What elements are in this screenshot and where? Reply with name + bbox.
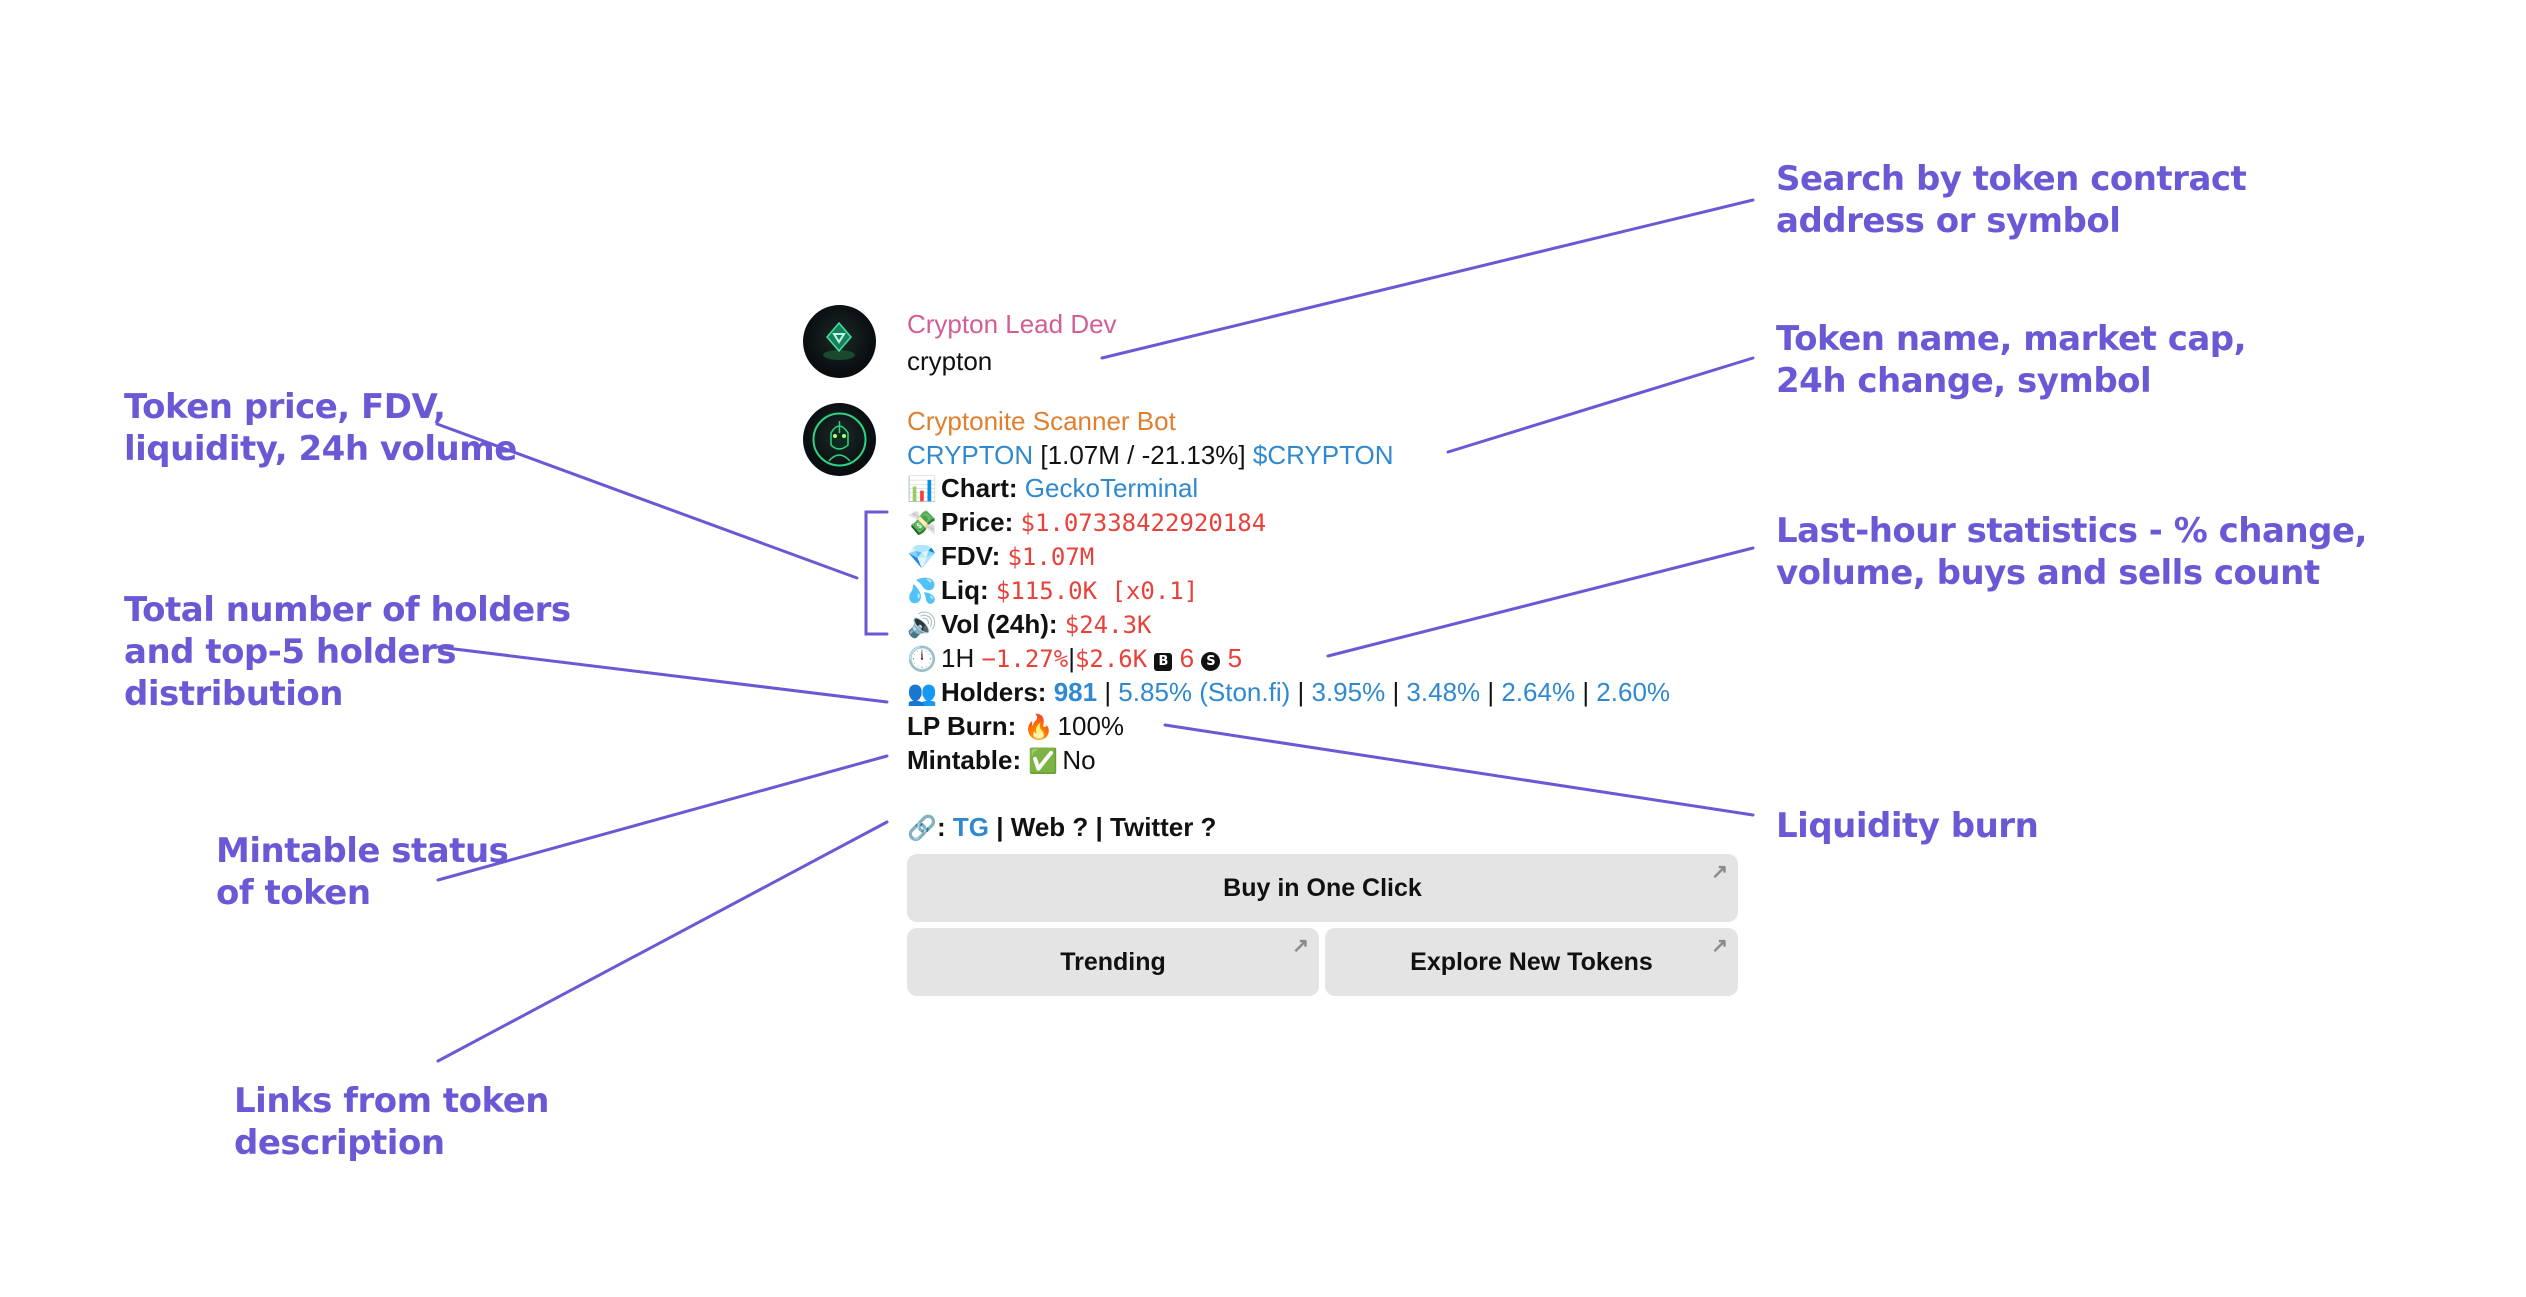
mintable-label: Mintable: <box>907 745 1022 775</box>
holder-link[interactable]: 2.64% <box>1501 677 1576 707</box>
sells-count: 5 <box>1227 643 1243 673</box>
holder-link[interactable]: 2.60% <box>1596 677 1671 707</box>
sender-name[interactable]: Crypton Lead Dev <box>907 309 1117 339</box>
sweat-droplets-icon: 💦 <box>907 578 937 605</box>
chart-row: 📊Chart: GeckoTerminal <box>907 472 1670 506</box>
hour-label: 1H <box>941 643 975 673</box>
token-header: CRYPTON [1.07M / -21.13%] $CRYPTON <box>907 439 1670 472</box>
token-symbol-link[interactable]: $CRYPTON <box>1252 440 1394 470</box>
bar-chart-icon: 📊 <box>907 476 937 503</box>
annotation-liquidity-burn: Liquidity burn <box>1776 806 2039 846</box>
holders-count-link[interactable]: 981 <box>1053 677 1098 707</box>
buy-one-click-label: Buy in One Click <box>1223 873 1422 902</box>
bracket-price-block <box>864 510 889 636</box>
explore-new-tokens-label: Explore New Tokens <box>1410 947 1653 976</box>
fire-icon: 🔥 <box>1023 714 1054 741</box>
speaker-icon: 🔊 <box>907 612 937 639</box>
mintable-value: No <box>1062 745 1096 775</box>
holder-link[interactable]: 5.85% (Ston.fi) <box>1118 677 1291 707</box>
vol-label: Vol (24h): <box>941 609 1058 639</box>
clock-icon: 🕛 <box>907 646 937 673</box>
twitter-link: Twitter ? <box>1110 812 1217 842</box>
liq-value: $115.0K [x0.1] <box>995 577 1199 605</box>
message-user: Crypton Lead Dev crypton <box>907 306 1117 380</box>
liq-row: 💦Liq: $115.0K [x0.1] <box>907 574 1670 608</box>
external-arrow-icon: ↗ <box>1292 935 1309 957</box>
mintable-row: Mintable: ✅No <box>907 744 1670 778</box>
money-with-wings-icon: 💸 <box>907 510 937 537</box>
chart-label: Chart: <box>941 473 1018 503</box>
external-arrow-icon: ↗ <box>1711 935 1728 957</box>
liq-label: Liq: <box>941 575 989 605</box>
fdv-value: $1.07M <box>1007 543 1095 571</box>
link-icon: 🔗 <box>907 815 937 842</box>
lp-burn-row: LP Burn: 🔥100% <box>907 710 1670 744</box>
lp-burn-value: 100% <box>1057 711 1125 741</box>
holders-label: Holders: <box>941 677 1047 707</box>
buy-one-click-button[interactable]: Buy in One Click ↗ <box>907 854 1738 922</box>
hour-volume: $2.6K <box>1074 645 1148 673</box>
chart-link[interactable]: GeckoTerminal <box>1024 473 1199 503</box>
fdv-row: 💎FDV: $1.07M <box>907 540 1670 574</box>
tg-link[interactable]: TG <box>952 812 990 842</box>
trending-label: Trending <box>1060 947 1166 976</box>
line-search <box>1100 198 1755 360</box>
explore-new-tokens-button[interactable]: Explore New Tokens ↗ <box>1325 928 1738 996</box>
holder-link[interactable]: 3.48% <box>1406 677 1481 707</box>
buys-count: 6 <box>1179 643 1195 673</box>
annotation-price: Token price, FDV, liquidity, 24h volume <box>124 387 517 469</box>
vol-row: 🔊Vol (24h): $24.3K <box>907 608 1670 642</box>
crypton-logo-avatar[interactable] <box>803 305 876 378</box>
check-mark-icon: ✅ <box>1028 748 1059 775</box>
annotation-search: Search by token contract address or symb… <box>1776 159 2247 241</box>
holder-link[interactable]: 3.95% <box>1311 677 1386 707</box>
external-arrow-icon: ↗ <box>1711 861 1728 883</box>
robot-avatar[interactable] <box>803 403 876 476</box>
lp-burn-label: LP Burn: <box>907 711 1017 741</box>
price-value: $1.07338422920184 <box>1020 509 1267 537</box>
hour-row: 🕛1H −1.27%|$2.6K B 6 S 5 <box>907 642 1670 676</box>
busts-icon: 👥 <box>907 680 937 707</box>
price-label: Price: <box>941 507 1014 537</box>
message-text: crypton <box>907 346 993 376</box>
price-row: 💸Price: $1.07338422920184 <box>907 506 1670 540</box>
annotation-last-hour: Last-hour statistics - % change, volume,… <box>1776 511 2367 593</box>
links-row: 🔗: TG | Web ? | Twitter ? <box>907 811 1670 845</box>
holders-row: 👥Holders: 981 | 5.85% (Ston.fi) | 3.95% … <box>907 676 1670 710</box>
links-colon: : <box>937 812 946 842</box>
fdv-label: FDV: <box>941 541 1001 571</box>
annotation-links: Links from token description <box>234 1081 549 1163</box>
separator: | <box>1068 643 1075 673</box>
buy-badge-icon: B <box>1154 653 1173 671</box>
sell-badge-icon: S <box>1201 652 1221 671</box>
vol-value: $24.3K <box>1064 611 1152 639</box>
web-link: Web ? <box>1010 812 1089 842</box>
gem-icon: 💎 <box>907 544 937 571</box>
annotation-mintable: Mintable status of token <box>216 831 509 913</box>
sender-name[interactable]: Cryptonite Scanner Bot <box>907 406 1176 436</box>
annotation-token-name: Token name, market cap, 24h change, symb… <box>1776 319 2247 401</box>
annotation-holders: Total number of holders and top-5 holder… <box>124 590 571 714</box>
message-bot: Cryptonite Scanner Bot CRYPTON [1.07M / … <box>907 403 1670 845</box>
trending-button[interactable]: Trending ↗ <box>907 928 1319 996</box>
hour-change: −1.27% <box>981 645 1069 673</box>
token-mcap-change: [1.07M / -21.13%] <box>1040 440 1246 470</box>
token-name-link[interactable]: CRYPTON <box>907 440 1034 470</box>
